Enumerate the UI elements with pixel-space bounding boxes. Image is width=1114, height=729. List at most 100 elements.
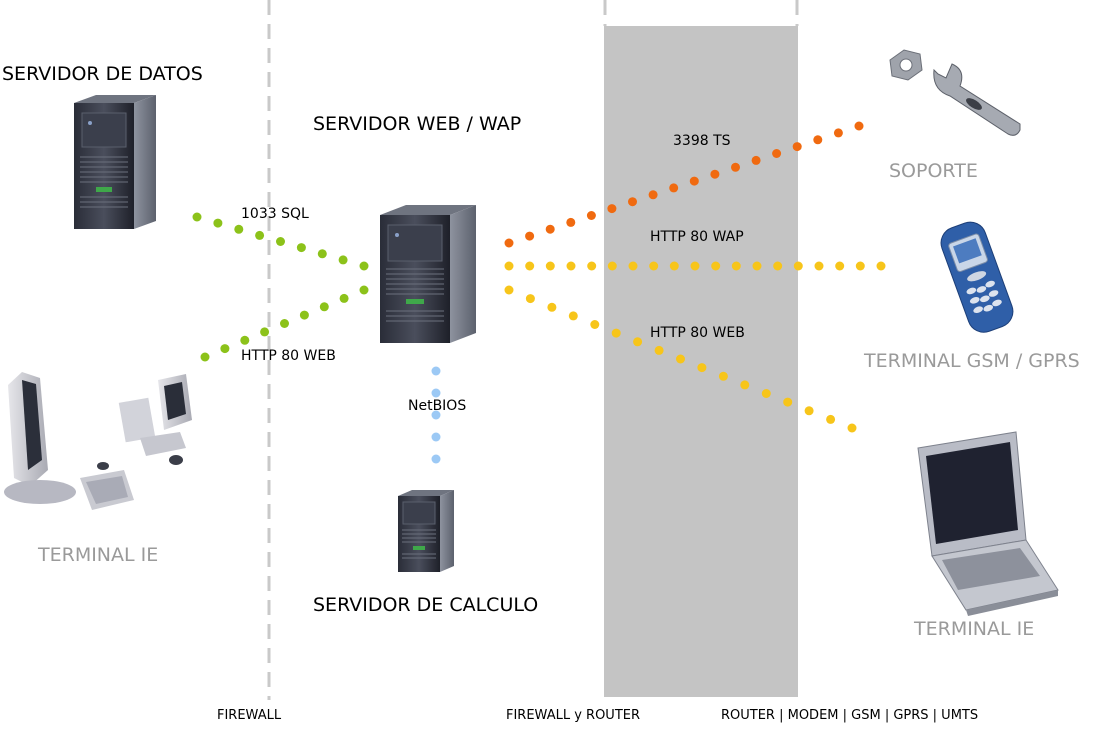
wap-link-dot — [711, 261, 721, 271]
wap-link-dot — [545, 261, 555, 271]
sql-link-dot — [213, 218, 223, 228]
web-right-link-dot — [590, 320, 600, 329]
netbios-link-dot — [431, 432, 441, 442]
web-right-link-dot — [547, 302, 557, 312]
terminal-gsm-label: TERMINAL GSM / GPRS — [864, 350, 1080, 372]
ts-connection-label: 3398 TS — [673, 133, 731, 149]
http-wap-label: HTTP 80 WAP — [650, 229, 744, 245]
firewall-router-label: FIREWALL y ROUTER — [506, 708, 641, 723]
wap-link-dot — [752, 261, 762, 271]
web-right-link-dot — [718, 371, 728, 381]
web-right-link-dot — [826, 414, 836, 424]
ts-link-dot — [648, 190, 658, 200]
sql-link-dot — [234, 224, 244, 234]
sql-connection-label: 1033 SQL — [241, 206, 309, 222]
mobile-phone-icon — [940, 221, 1014, 333]
web-left-link-dot — [200, 352, 210, 362]
ts-link-dot — [813, 135, 823, 145]
web-left-link-dot — [260, 327, 270, 337]
wap-link-dot — [814, 261, 824, 271]
wap-link-dot — [649, 261, 659, 271]
terminal-ie-left-label: TERMINAL IE — [38, 544, 159, 566]
http-web-right-label: HTTP 80 WEB — [650, 325, 745, 341]
ts-link-dot — [772, 149, 782, 158]
compute-server-icon — [398, 490, 454, 572]
wap-link-dot — [690, 261, 700, 271]
dmz-zone — [604, 26, 798, 697]
web-left-link-dot — [359, 285, 369, 295]
wrench-icon — [889, 49, 1021, 136]
support-label: SOPORTE — [889, 160, 978, 182]
http-web-left-label: HTTP 80 WEB — [241, 348, 336, 364]
web-server-icon — [380, 205, 476, 343]
wap-link-dot — [504, 261, 514, 271]
netbios-link-dot — [431, 454, 441, 464]
wap-link-dot — [587, 261, 597, 271]
wap-link-dot — [525, 261, 535, 271]
wap-link-dot — [793, 261, 803, 271]
web-right-link-dot — [611, 328, 621, 338]
wap-link-dot — [566, 261, 576, 271]
web-right-link-dot — [633, 337, 643, 347]
web-right-link-dot — [783, 397, 793, 407]
sql-link-dot — [192, 212, 202, 222]
ts-link-dot — [710, 169, 720, 179]
web-right-link-dot — [676, 354, 685, 364]
wap-link-dot — [607, 261, 617, 271]
web-right-link-dot — [761, 389, 771, 398]
ts-link-dot — [689, 176, 699, 186]
web-server-label: SERVIDOR WEB / WAP — [313, 113, 522, 135]
wap-link-dot — [669, 261, 679, 271]
web-left-link-dot — [220, 344, 230, 354]
wap-link-dot — [855, 261, 865, 271]
web-right-link-dot — [740, 380, 750, 390]
laptop-icon — [917, 431, 1059, 616]
ts-link-dot — [525, 231, 535, 241]
ts-link-dot — [566, 217, 576, 227]
sql-link-dot — [296, 243, 306, 253]
sql-link-dot — [317, 249, 327, 259]
netbios-link-dot — [431, 388, 441, 398]
terminal-ie-right-label: TERMINAL IE — [914, 618, 1035, 640]
web-left-link-dot — [299, 310, 309, 320]
netbios-link-dot — [431, 410, 441, 420]
web-right-link-dot — [697, 363, 707, 373]
ts-link-dot — [586, 211, 596, 220]
data-server-label: SERVIDOR DE DATOS — [2, 63, 203, 85]
web-right-link-dot — [804, 406, 814, 416]
ts-link-dot — [854, 121, 864, 131]
desktop-computers-icon — [4, 372, 192, 510]
compute-server-label: SERVIDOR DE CALCULO — [313, 594, 539, 616]
web-left-link-dot — [319, 302, 329, 312]
ts-link-dot — [545, 224, 555, 234]
web-left-link-dot — [339, 293, 349, 303]
web-right-link-dot — [504, 285, 514, 295]
wap-link-dot — [876, 261, 886, 271]
ts-link-dot — [607, 204, 617, 214]
wap-link-dot — [835, 261, 845, 271]
sql-link-dot — [359, 261, 369, 271]
web-right-link-dot — [654, 345, 664, 355]
ts-link-dot — [833, 128, 843, 138]
ts-link-dot — [669, 183, 679, 193]
web-right-link-dot — [525, 294, 535, 304]
web-left-link-dot — [240, 335, 250, 345]
ts-link-dot — [731, 162, 740, 172]
web-right-link-dot — [568, 311, 578, 321]
ts-link-dot — [751, 155, 761, 165]
wap-link-dot — [731, 261, 741, 271]
wap-link-dot — [628, 261, 638, 271]
router-list-label: ROUTER | MODEM | GSM | GPRS | UMTS — [721, 708, 979, 723]
web-left-link-dot — [280, 319, 289, 328]
sql-link-dot — [255, 230, 265, 240]
ts-link-dot — [792, 142, 802, 152]
netbios-link-dot — [431, 366, 441, 376]
wap-link-dot — [773, 261, 783, 271]
netbios-label: NetBIOS — [408, 398, 467, 414]
ts-link-dot — [504, 238, 514, 248]
sql-link-dot — [276, 237, 285, 246]
web-right-link-dot — [847, 423, 857, 433]
data-server-icon — [74, 95, 156, 229]
ts-link-dot — [628, 197, 637, 207]
